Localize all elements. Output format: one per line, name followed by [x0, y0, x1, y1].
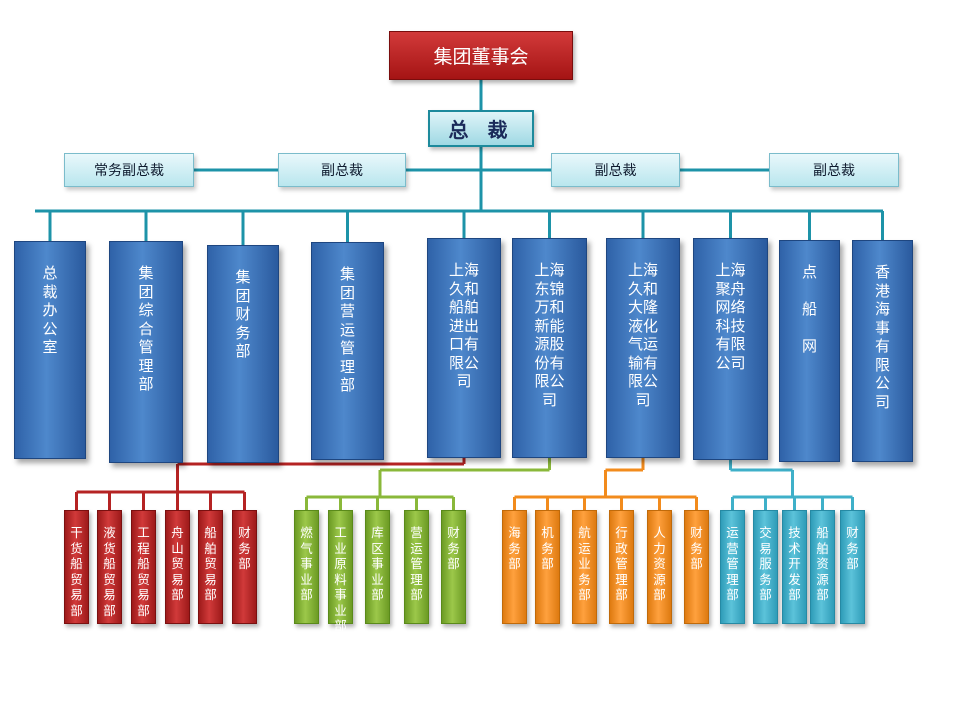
department-box-9-label: 香 港 海 事 有 限 公 司	[874, 263, 890, 411]
board-of-directors-box: 集团董事会	[389, 31, 573, 80]
department-box-5: 上海 东锦 万和 新能 源股 份有 限公 司	[512, 238, 587, 458]
vice-president-box-1: 副总裁	[278, 153, 406, 187]
sub-department-box-1-2-label: 库 区 事 业 部	[371, 525, 384, 602]
department-box-3: 集 团 营 运 管 理 部	[311, 242, 384, 460]
sub-department-box-0-2: 工 程 船 贸 易 部	[131, 510, 156, 624]
department-box-0: 总 裁 办 公 室	[14, 241, 86, 459]
sub-department-box-0-4-label: 船 舶 贸 易 部	[204, 525, 217, 602]
department-box-8: 点 船 网	[779, 240, 840, 462]
department-box-1: 集 团 综 合 管 理 部	[109, 241, 183, 463]
vice-president-box-0-label: 常务副总裁	[94, 163, 164, 179]
sub-department-box-1-1: 工 业 原 料 事 业 部	[328, 510, 353, 633]
sub-department-box-0-2-label: 工 程 船 贸 易 部	[137, 525, 150, 618]
department-box-6: 上海 久和 大隆 液化 气运 输有 限公 司	[606, 238, 680, 458]
sub-department-box-0-4: 船 舶 贸 易 部	[198, 510, 223, 624]
sub-department-box-0-1: 液 货 船 贸 易 部	[97, 510, 122, 624]
sub-department-box-1-2: 库 区 事 业 部	[365, 510, 390, 624]
board-of-directors-box-label: 集团董事会	[433, 46, 529, 68]
sub-department-box-3-0-label: 运 营 管 理 部	[726, 525, 739, 602]
sub-department-box-2-4-label: 人 力 资 源 部	[653, 525, 666, 602]
sub-department-box-2-2: 航 运 业 务 部	[572, 510, 597, 624]
sub-department-box-1-0-label: 燃 气 事 业 部	[300, 525, 313, 602]
department-box-4: 上海 久和 船舶 进出 口有 限公 司	[427, 238, 501, 458]
sub-department-box-2-4: 人 力 资 源 部	[647, 510, 672, 624]
vice-president-box-3-label: 副总裁	[813, 163, 855, 179]
sub-department-box-0-3: 舟 山 贸 易 部	[165, 510, 190, 624]
sub-department-box-1-3: 营 运 管 理 部	[404, 510, 429, 624]
department-box-0-label: 总 裁 办 公 室	[42, 264, 58, 356]
sub-department-box-0-1-label: 液 货 船 贸 易 部	[103, 525, 116, 618]
department-box-2-label: 集 团 财 务 部	[235, 268, 251, 360]
department-box-2: 集 团 财 务 部	[207, 245, 279, 463]
vice-president-box-1-label: 副总裁	[321, 163, 363, 179]
sub-department-box-2-5-label: 财 务 部	[690, 525, 703, 571]
sub-department-box-0-5-label: 财 务 部	[238, 525, 251, 571]
sub-department-box-3-0: 运 营 管 理 部	[720, 510, 745, 624]
sub-department-box-2-3-label: 行 政 管 理 部	[615, 525, 628, 602]
sub-department-box-2-5: 财 务 部	[684, 510, 709, 624]
sub-department-box-2-3: 行 政 管 理 部	[609, 510, 634, 624]
department-box-3-label: 集 团 营 运 管 理 部	[339, 265, 355, 394]
sub-department-box-1-4-label: 财 务 部	[447, 525, 460, 571]
sub-department-box-3-3: 船 舶 资 源 部	[810, 510, 835, 624]
sub-department-box-2-1-label: 机 务 部	[541, 525, 554, 571]
sub-department-box-2-2-label: 航 运 业 务 部	[578, 525, 591, 602]
department-box-5-label: 上海 东锦 万和 新能 源股 份有 限公 司	[534, 261, 565, 409]
sub-department-box-3-1: 交 易 服 务 部	[753, 510, 778, 624]
department-box-9: 香 港 海 事 有 限 公 司	[852, 240, 913, 462]
sub-department-box-2-0: 海 务 部	[502, 510, 527, 624]
sub-department-box-1-3-label: 营 运 管 理 部	[410, 525, 423, 602]
sub-department-box-2-0-label: 海 务 部	[508, 525, 521, 571]
vice-president-box-0: 常务副总裁	[64, 153, 194, 187]
sub-department-box-3-4: 财 务 部	[840, 510, 865, 624]
department-box-1-label: 集 团 综 合 管 理 部	[138, 264, 154, 393]
sub-department-box-1-4: 财 务 部	[441, 510, 466, 624]
sub-department-box-3-2: 技 术 开 发 部	[782, 510, 807, 624]
vice-president-box-2-label: 副总裁	[594, 163, 637, 179]
sub-department-box-1-1-label: 工 业 原 料 事 业 部	[334, 525, 347, 633]
sub-department-box-0-5: 财 务 部	[232, 510, 257, 624]
sub-department-box-3-1-label: 交 易 服 务 部	[759, 525, 772, 602]
sub-department-box-0-0-label: 干 货 船 贸 易 部	[70, 525, 83, 618]
vice-president-box-3: 副总裁	[769, 153, 899, 187]
department-box-4-label: 上海 久和 船舶 进出 口有 限公 司	[448, 261, 479, 390]
department-box-8-label: 点 船 网	[801, 263, 817, 355]
sub-department-box-0-0: 干 货 船 贸 易 部	[64, 510, 89, 624]
department-box-6-label: 上海 久和 大隆 液化 气运 输有 限公 司	[627, 261, 658, 409]
sub-department-box-3-4-label: 财 务 部	[846, 525, 859, 571]
sub-department-box-1-0: 燃 气 事 业 部	[294, 510, 319, 624]
president-box-label: 总 裁	[448, 118, 514, 142]
department-box-7: 上海 聚舟 网络 科技 有限 公司	[693, 238, 768, 460]
sub-department-box-0-3-label: 舟 山 贸 易 部	[171, 525, 184, 602]
sub-department-box-3-2-label: 技 术 开 发 部	[788, 525, 801, 602]
department-box-7-label: 上海 聚舟 网络 科技 有限 公司	[715, 261, 746, 372]
vice-president-box-2: 副总裁	[551, 153, 680, 187]
sub-department-box-2-1: 机 务 部	[535, 510, 560, 624]
president-box: 总 裁	[428, 110, 534, 147]
sub-department-box-3-3-label: 船 舶 资 源 部	[816, 525, 829, 602]
